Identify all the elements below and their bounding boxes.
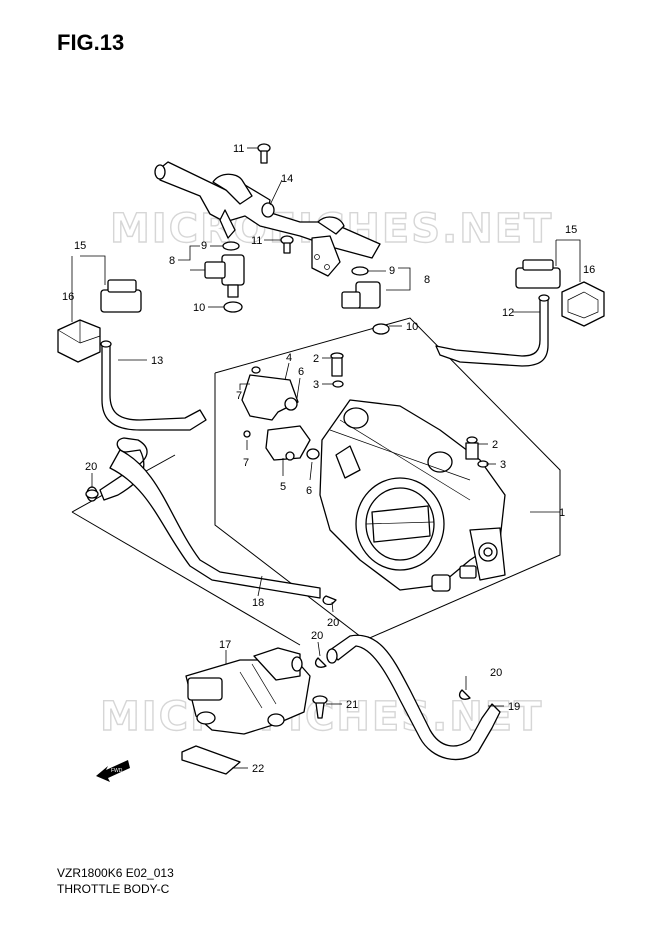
throttle-position-sensor: [241, 366, 299, 421]
callout-16-left: 16: [62, 291, 74, 303]
clamp-20-d: [458, 689, 471, 700]
callout-9-right: 9: [389, 265, 395, 277]
clamp-20-a: [85, 489, 99, 499]
fuel-delivery-pipe: [154, 161, 381, 277]
callout-4: 4: [286, 352, 292, 364]
callout-labels: 11 14 11 9 8 10 9 8 10 15 16 13 15 16 12…: [62, 143, 595, 775]
callout-17: 17: [219, 639, 231, 651]
hose-19: [326, 634, 501, 761]
callout-18: 18: [252, 597, 264, 609]
callout-8-left: 8: [169, 255, 175, 267]
vacuum-connector-left: [57, 279, 142, 363]
hose-12: [435, 294, 550, 367]
callout-10-right: 10: [406, 321, 418, 333]
screw-21: [312, 695, 328, 719]
callout-22: 22: [252, 763, 264, 775]
callout-3-right: 3: [500, 459, 506, 471]
callout-5: 5: [280, 481, 286, 493]
callout-6-upper: 6: [298, 366, 304, 378]
bolt-11-upper: [257, 143, 271, 164]
callout-20-right: 20: [490, 667, 502, 679]
injector-right: [341, 266, 390, 335]
clamp-20-c: [314, 657, 327, 668]
callout-20-mid: 20: [327, 617, 339, 629]
callout-15-right: 15: [565, 224, 577, 236]
fwd-arrow-icon: FWD: [96, 760, 130, 782]
callout-6-lower: 6: [306, 485, 312, 497]
callout-11-upper: 11: [233, 143, 244, 155]
clamp-20-b: [322, 595, 337, 606]
injector-left: [204, 241, 245, 313]
secondary-sensor: [243, 425, 320, 461]
idle-speed-control-valve: [185, 647, 311, 735]
leader-lines: [71, 147, 581, 769]
screw-2-right: [465, 436, 489, 468]
pad-22: [181, 745, 241, 775]
callout-14: 14: [281, 173, 293, 185]
callout-9-left: 9: [201, 240, 207, 252]
callout-1: 1: [559, 507, 565, 519]
callout-2-upper: 2: [313, 353, 319, 365]
callout-3-upper: 3: [313, 379, 319, 391]
screw-2-upper: [330, 352, 344, 388]
callout-12: 12: [502, 307, 514, 319]
throttle-body: [319, 399, 506, 592]
figure-name: THROTTLE BODY-C: [57, 882, 170, 896]
callout-13: 13: [151, 355, 163, 367]
callout-8-right: 8: [424, 274, 430, 286]
fwd-label: FWD: [111, 768, 123, 774]
callout-16-right: 16: [583, 264, 595, 276]
figure-code: VZR1800K6 E02_013: [57, 866, 174, 880]
callout-20-left: 20: [85, 461, 97, 473]
vacuum-connector-right: [515, 259, 605, 327]
callout-20-lower: 20: [311, 630, 323, 642]
callout-7-upper: 7: [236, 390, 242, 402]
callout-10-left: 10: [193, 302, 205, 314]
figure-title: FIG.13: [57, 30, 125, 55]
callout-11-lower: 11: [251, 235, 262, 247]
callout-21: 21: [346, 699, 358, 711]
hose-18: [86, 437, 321, 599]
callout-7-lower: 7: [243, 457, 249, 469]
callout-19: 19: [508, 701, 520, 713]
callout-2-right: 2: [492, 439, 498, 451]
callout-15-left: 15: [74, 240, 86, 252]
hose-13: [100, 340, 207, 431]
